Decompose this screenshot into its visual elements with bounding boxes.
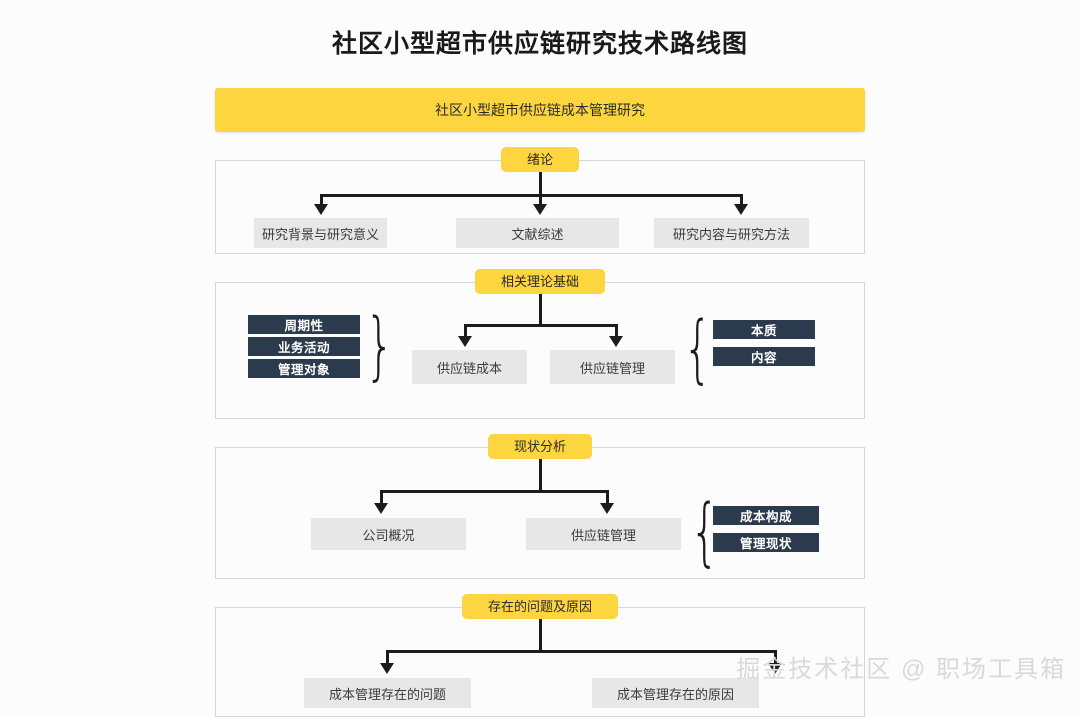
node-supply-chain-management-status[interactable]: 供应链管理 [526,518,681,550]
brace-right-facing: } [364,303,395,389]
chip-business-activity[interactable]: 业务活动 [248,337,360,356]
chip-label: 管理对象 [277,363,330,377]
chip-content[interactable]: 内容 [713,347,815,366]
brace-left-facing: { [682,306,713,392]
arrow-head-right [600,503,614,514]
connector-drop-right [606,490,609,505]
node-label: 成本管理存在的原因 [616,686,734,702]
connector-bar [380,490,608,493]
connector-bar [464,324,617,327]
connector-drop-right [774,650,777,665]
roadmap-banner-label: 社区小型超市供应链成本管理研究 [435,102,645,118]
node-cost-management-problems[interactable]: 成本管理存在的问题 [304,678,471,708]
connector-bar [320,194,741,197]
arrow-head-right [734,204,748,215]
roadmap-banner: 社区小型超市供应链成本管理研究 [215,88,865,132]
chip-label: 周期性 [284,319,324,333]
connector-drop-right [740,194,743,206]
connector-stem [539,172,542,195]
chip-cost-structure[interactable]: 成本构成 [713,506,819,525]
connector-drop-left [320,194,323,206]
chip-periodicity[interactable]: 周期性 [248,315,360,334]
node-label: 供应链管理 [579,360,645,376]
node-company-profile[interactable]: 公司概况 [311,518,466,550]
connector-stem [539,294,542,326]
section-problems-causes: 存在的问题及原因 成本管理存在的问题 成本管理存在的原因 [215,594,865,717]
arrow-head-mid [533,204,547,215]
chip-label: 管理现状 [739,537,792,551]
node-supply-chain-cost[interactable]: 供应链成本 [412,350,527,384]
arrow-head-left [380,663,394,674]
section-current-status: 现状分析 公司概况 供应链管理 { 成本构成 管理现状 [215,434,865,579]
arrow-head-left [458,336,472,347]
chip-label: 成本构成 [739,510,792,524]
node-label: 成本管理存在的问题 [328,686,446,702]
section-problems-causes-header: 存在的问题及原因 [461,594,619,619]
page-title: 社区小型超市供应链研究技术路线图 [331,30,748,58]
connector-stem [539,619,542,652]
section-current-status-header: 现状分析 [487,434,593,459]
chip-management-object[interactable]: 管理对象 [248,359,360,378]
node-label: 公司概况 [362,527,415,543]
chip-management-status[interactable]: 管理现状 [713,533,819,552]
connector-drop-left [380,490,383,505]
chip-label: 本质 [750,324,777,338]
node-label: 供应链成本 [436,360,502,376]
arrow-head-right [768,663,782,674]
section-theory-basis-header: 相关理论基础 [474,269,606,294]
node-label: 研究内容与研究方法 [672,226,790,242]
node-research-content-method[interactable]: 研究内容与研究方法 [654,218,809,248]
connector-drop-mid [539,194,542,206]
node-cost-management-causes[interactable]: 成本管理存在的原因 [592,678,759,708]
connector-drop-left [386,650,389,665]
node-label: 供应链管理 [570,527,636,543]
arrow-head-left [374,503,388,514]
connector-drop-left [464,324,467,338]
node-label: 文献综述 [511,226,564,242]
node-literature-review[interactable]: 文献综述 [456,218,619,248]
section-introduction: 绪论 研究背景与研究意义 文献综述 研究内容与研究方法 [215,147,865,254]
chip-label: 业务活动 [277,341,330,355]
connector-stem [539,459,542,492]
arrow-head-right [609,336,623,347]
connector-drop-right [615,324,618,338]
chip-label: 内容 [750,351,777,365]
node-supply-chain-management[interactable]: 供应链管理 [550,350,675,384]
node-label: 研究背景与研究意义 [261,226,379,242]
connector-bar [386,650,776,653]
section-introduction-header: 绪论 [500,147,580,172]
section-theory-basis: 相关理论基础 供应链成本 供应链管理 周期性 业务活动 管 [215,269,865,419]
roadmap-flow: 社区小型超市供应链成本管理研究 绪论 研究背景与研究意义 文献综述 研究内容与研… [215,88,865,717]
node-research-background[interactable]: 研究背景与研究意义 [254,218,387,248]
chip-essence[interactable]: 本质 [713,320,815,339]
arrow-head-left [314,204,328,215]
